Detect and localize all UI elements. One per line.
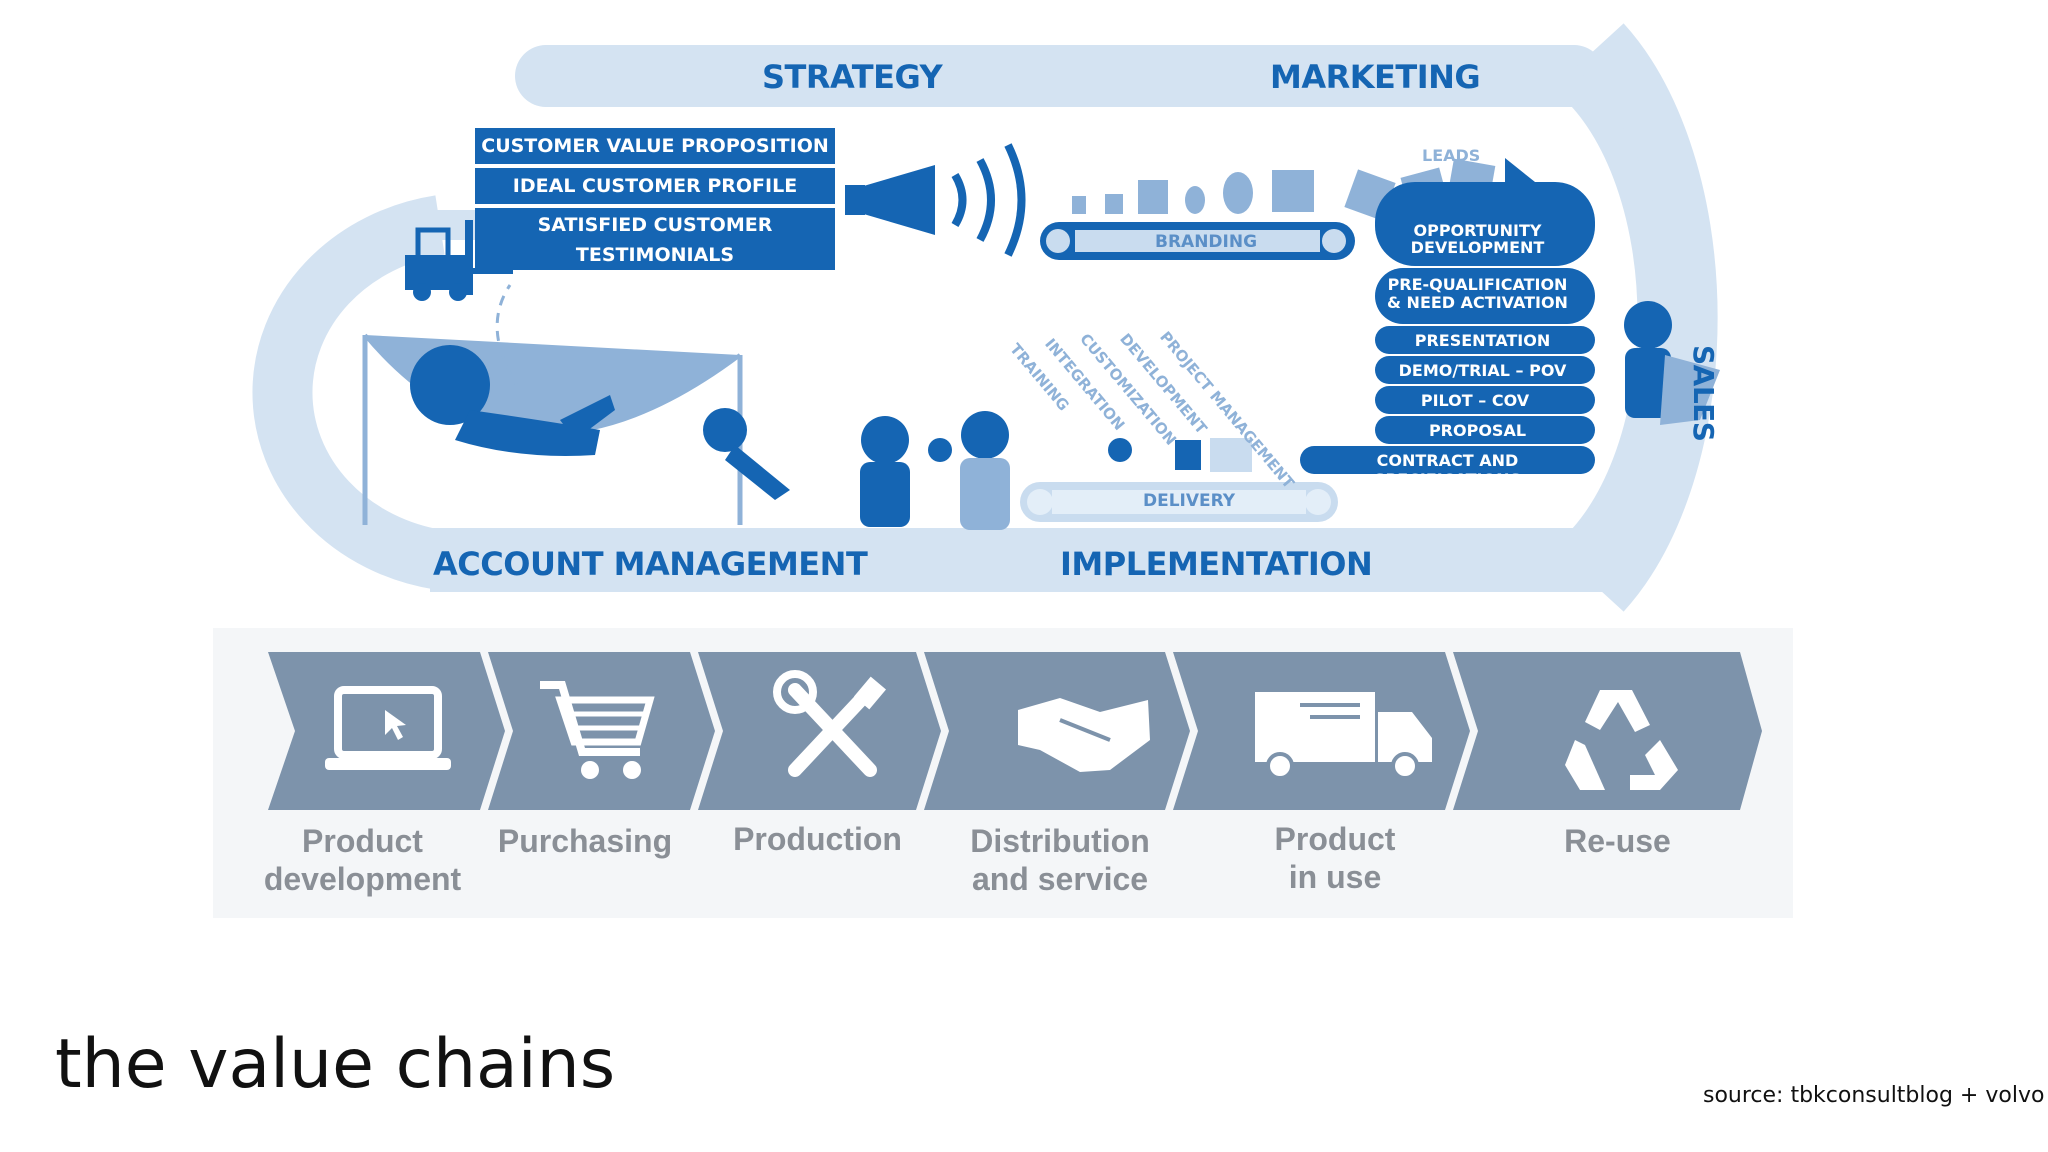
- megaphone-icon: [845, 143, 1026, 257]
- sales-step-demo: DEMO/TRIAL – POV: [1398, 361, 1567, 380]
- stage-label-line2: and service: [971, 861, 1149, 897]
- handshake-icon: [1018, 698, 1150, 772]
- stage-re-use: Re-use: [1515, 822, 1720, 860]
- band-label-account-management: ACCOUNT MANAGEMENT: [433, 545, 868, 583]
- testimonials-line-1: SATISFIED CUSTOMER TESTIMONIALS: [537, 214, 773, 266]
- sales-step-prequal-line2: & NEED ACTIVATION: [1387, 293, 1568, 312]
- implementation-people: [860, 411, 1010, 530]
- sales-step-pilot: PILOT – COV: [1420, 391, 1530, 410]
- delivery-label: DELIVERY: [1143, 491, 1236, 511]
- sales-step-prequalification: PRE-QUALIFICATION & NEED ACTIVATION: [1375, 276, 1580, 312]
- stage-label-line1: Production: [733, 821, 902, 857]
- laptop-icon: [325, 686, 451, 770]
- tools-icon: [773, 670, 887, 777]
- band-label-sales: SALES: [1687, 345, 1720, 442]
- stage-label-line1: Purchasing: [497, 823, 673, 859]
- stage-product-development: Product development: [250, 822, 475, 898]
- stage-label-line1: Re-use: [1564, 823, 1671, 859]
- stage-label-line2: in use: [1288, 859, 1382, 895]
- stage-purchasing: Purchasing: [480, 822, 690, 860]
- band-label-implementation: IMPLEMENTATION: [1060, 545, 1373, 583]
- strategy-box-value-proposition: CUSTOMER VALUE PROPOSITION: [475, 128, 835, 164]
- strategy-box-ideal-customer: IDEAL CUSTOMER PROFILE: [475, 168, 835, 204]
- source-note: source: tbkconsultblog + volvo: [1703, 1083, 2045, 1108]
- sales-step-prequal-line1: PRE-QUALIFICATION: [1387, 275, 1568, 294]
- sales-step-contract: CONTRACT AND SPECIFICATIONS: [1373, 451, 1522, 489]
- stage-label-line1: Product: [1274, 821, 1396, 857]
- hammock-person: [362, 284, 743, 525]
- forklift-icon: [405, 220, 513, 301]
- stage-distribution: Distribution and service: [940, 822, 1180, 898]
- sales-hero: [1624, 301, 1720, 425]
- stage-label-line2: development: [263, 861, 462, 897]
- stage-label-line1: Distribution: [970, 823, 1150, 859]
- cycle-track: [252, 23, 1718, 612]
- band-label-strategy: STRATEGY: [762, 58, 943, 96]
- strategy-box-testimonials: SATISFIED CUSTOMER TESTIMONIALS (REFEREN…: [475, 208, 835, 295]
- stage-label-line1: Product: [302, 823, 423, 859]
- leads-label: LEADS: [1422, 146, 1481, 165]
- testimonials-line-2: (REFERENCES): [577, 273, 733, 295]
- sales-funnel: [1300, 158, 1595, 474]
- sales-step-presentation: PRESENTATION: [1414, 331, 1551, 350]
- recycle-icon: [1565, 690, 1678, 790]
- value-chain-strip: [213, 628, 1793, 918]
- flying-hero: [703, 408, 800, 500]
- sales-step-opportunity: OPPORTUNITY DEVELOPMENT: [1375, 222, 1580, 256]
- page-title: the value chains: [55, 1025, 616, 1104]
- truck-icon: [1255, 692, 1432, 780]
- sales-step-proposal: PROPOSAL: [1428, 421, 1527, 440]
- sales-step-opportunity-line1: OPPORTUNITY: [1413, 221, 1542, 240]
- delivery-conveyor: [1020, 438, 1338, 522]
- sales-step-opportunity-line2: DEVELOPMENT: [1410, 238, 1545, 257]
- stage-production: Production: [715, 820, 920, 858]
- band-label-marketing: MARKETING: [1270, 58, 1481, 96]
- branding-label: BRANDING: [1155, 232, 1258, 252]
- stage-product-in-use: Product in use: [1230, 820, 1440, 896]
- shopping-cart-icon: [540, 681, 655, 779]
